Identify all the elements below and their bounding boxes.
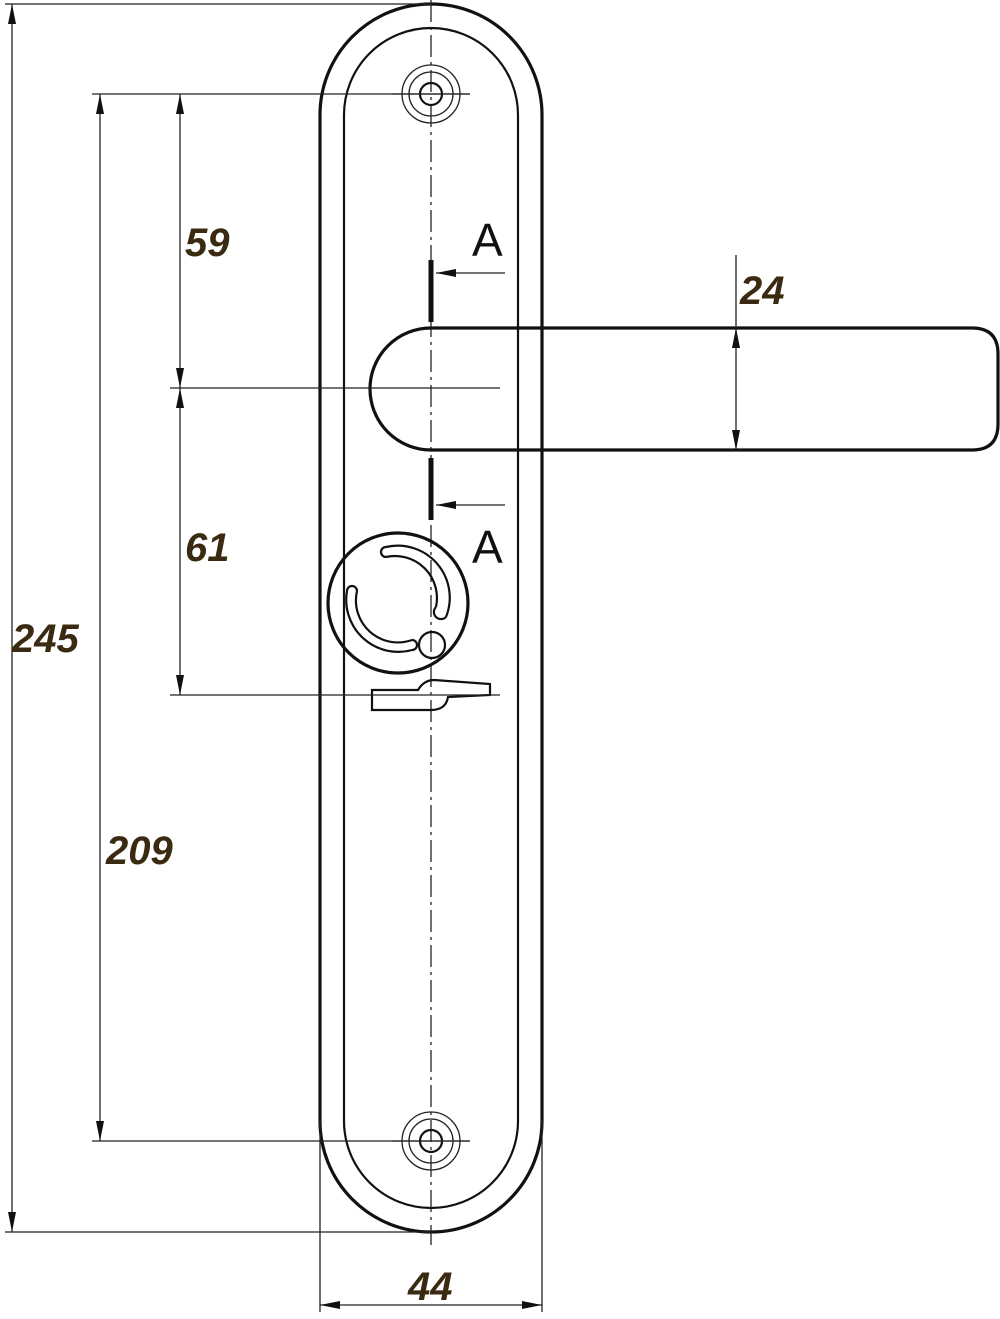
dim-209 [92,93,470,1142]
section-marker-top [428,260,505,322]
lever-handle [368,326,1000,452]
dim-245 [5,3,430,1233]
dim-label-44: 44 [407,1265,453,1309]
dim-44 [319,1120,543,1312]
section-label-top: A [472,214,503,266]
section-marker-bottom [428,458,505,520]
dim-label-61: 61 [185,526,230,570]
section-label-bottom: A [472,521,503,573]
dim-label-209: 209 [105,829,173,873]
dim-label-59: 59 [185,221,230,265]
dim-label-245: 245 [11,617,79,661]
thumb-turn [326,531,470,675]
dim-label-24: 24 [739,269,785,313]
